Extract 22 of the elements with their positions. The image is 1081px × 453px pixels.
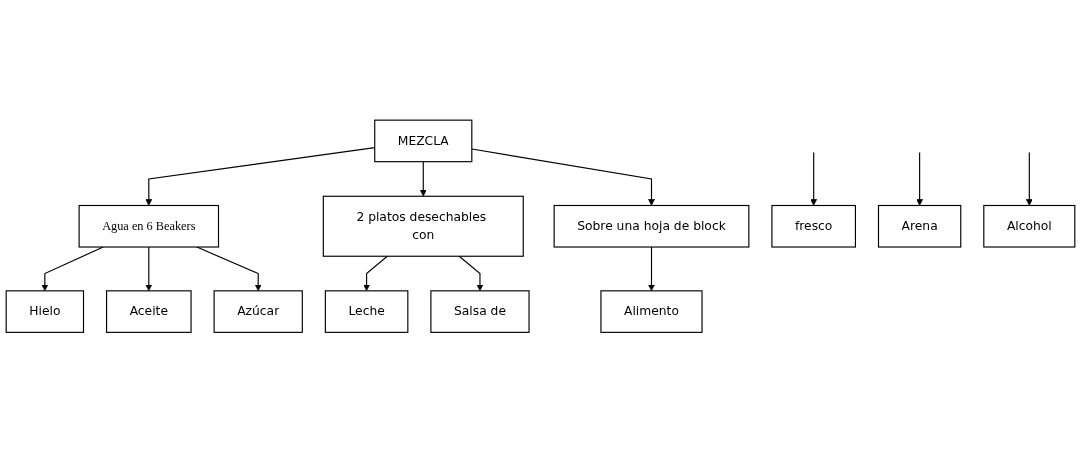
- node-box: Salsa de: [430, 290, 530, 334]
- arrow: [145, 246, 153, 292]
- arrow: [648, 246, 655, 292]
- node-box: Aceite: [106, 290, 192, 334]
- node-box: Arena: [877, 205, 962, 248]
- node-box: 2 platos desechables con: [322, 195, 524, 258]
- node-box: Alcohol: [983, 205, 1076, 248]
- arrow: [1025, 152, 1033, 207]
- arrow: [363, 255, 388, 292]
- arrow: [471, 148, 655, 207]
- node-box: Azúcar: [213, 290, 303, 334]
- node-box: Leche: [324, 290, 409, 334]
- arrow: [810, 152, 818, 207]
- node-box: Hielo: [5, 290, 85, 334]
- node-box: Agua en 6 Beakers: [78, 205, 220, 248]
- arrow: [419, 161, 427, 197]
- node-box: Sobre una hoja de block: [553, 205, 750, 248]
- node-box: MEZCLA: [374, 119, 473, 163]
- arrow: [916, 152, 923, 207]
- node-box: Alimento: [600, 290, 703, 334]
- arrow: [458, 255, 484, 292]
- node-box: fresco: [771, 205, 856, 248]
